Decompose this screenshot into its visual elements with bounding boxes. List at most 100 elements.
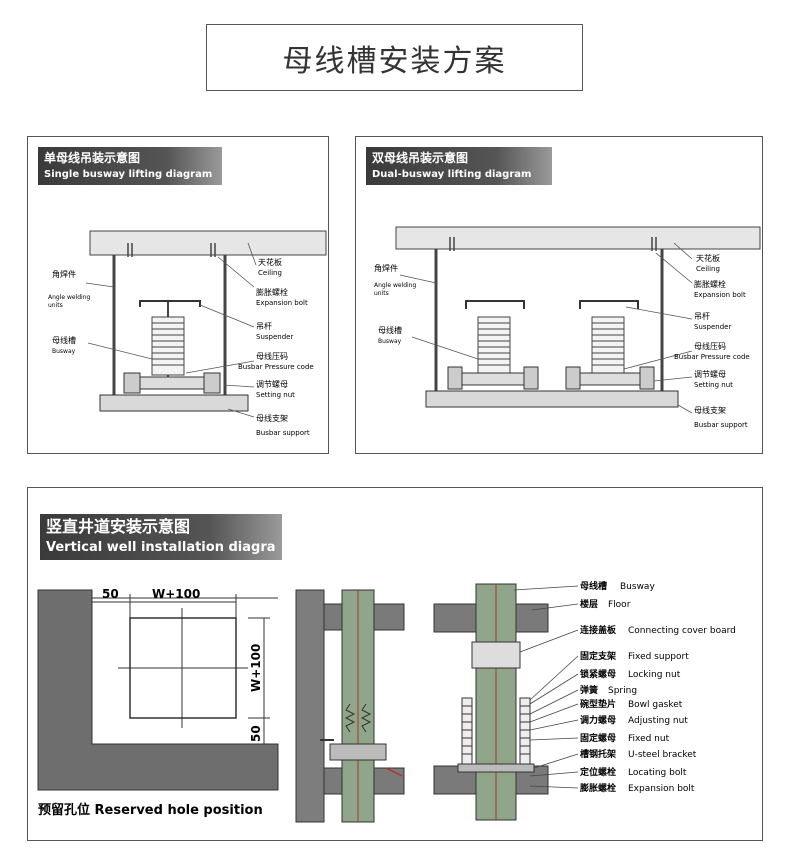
single-busway-panel: 单母线吊装示意图 Single busway lifting diagram [27, 136, 329, 454]
ceiling-slab [89, 230, 327, 256]
dual-label-susp-cn: 吊杆 [694, 311, 710, 321]
setting-nut [639, 366, 655, 390]
busway-1-bracket [465, 300, 525, 309]
part-4-en: Locking nut [628, 670, 681, 680]
pressure-bar-1 [451, 372, 537, 386]
busway-stack [151, 316, 185, 376]
page-title: 母线槽安装方案 [282, 43, 507, 79]
dual-label-bolt-en: Expansion bolt [694, 291, 746, 299]
part-10-en: Locating bolt [628, 768, 687, 778]
part-11-en: Expansion bolt [628, 784, 695, 794]
part-2-en: Connecting cover board [628, 626, 736, 636]
reserved-hole-caption: 预留孔位 Reserved hole position [38, 802, 263, 818]
setting-nut [447, 366, 463, 390]
setting-nut [565, 366, 581, 390]
dual-title-en: Dual-busway lifting diagram [372, 169, 532, 180]
single-label-busway-cn: 母线槽 [52, 335, 76, 345]
dual-label-press-en: Busbar Pressure code [674, 353, 750, 361]
part-2-cn: 连接盖板 [580, 624, 617, 636]
busway-top-bracket [139, 300, 201, 307]
setting-nut-left [123, 372, 141, 394]
dim-50-side: 50 [249, 725, 263, 742]
single-label-angle-cn: 角焊件 [52, 269, 76, 279]
single-label-busway-en: Busway [52, 348, 76, 355]
wall-left [295, 589, 325, 823]
connecting-cover-board [471, 641, 521, 669]
dual-title-cn: 双母线吊装示意图 [372, 151, 469, 165]
u-steel-bracket [457, 763, 535, 773]
floor-slab-left [433, 603, 479, 633]
vertical-well-panel: 竖直井道安装示意图 Vertical well installation dia… [27, 487, 763, 841]
setting-nut [523, 366, 539, 390]
expansion-bolt-left [449, 237, 455, 251]
dual-label-angle-en1: Angle welding [374, 282, 417, 289]
part-9-cn: 槽钢托架 [580, 748, 616, 760]
part-1-en: Floor [608, 600, 631, 610]
busway-bracket [329, 743, 387, 761]
vertical-well-title: 竖直井道安装示意图 Vertical well installation dia… [40, 514, 282, 560]
wall-section [37, 589, 279, 791]
part-8-cn: 固定螺母 [580, 732, 616, 744]
single-busway-title: 单母线吊装示意图 Single busway lifting diagram [38, 147, 222, 185]
expansion-bolt-left [127, 243, 133, 257]
dual-busway-panel: 双母线吊装示意图 Dual-busway lifting diagram [355, 136, 763, 454]
single-busway-diagram: 天花板 Ceiling 膨胀螺栓 Expansion bolt 吊杆 Suspe… [48, 230, 327, 437]
dual-label-bolt-cn: 膨胀螺栓 [694, 279, 726, 289]
dim-50-top: 50 [102, 587, 119, 601]
single-label-angle-en2: units [48, 302, 63, 309]
part-6-en: Bowl gasket [628, 700, 683, 710]
single-label-bolt-cn: 膨胀螺栓 [256, 287, 288, 297]
vertical-title-cn: 竖直井道安装示意图 [46, 517, 191, 536]
part-0-en: Busway [620, 582, 655, 592]
single-label-susp-cn: 吊杆 [256, 321, 272, 331]
expansion-bolt-right [651, 237, 657, 251]
single-label-press-cn: 母线压码 [256, 351, 288, 361]
busway-2-bracket [579, 300, 639, 309]
ceiling-slab [395, 226, 761, 250]
single-label-nut-en: Setting nut [256, 391, 295, 399]
part-8-en: Fixed nut [628, 734, 670, 744]
dual-label-nut-en: Setting nut [694, 381, 733, 389]
single-label-nut-cn: 调节螺母 [256, 379, 288, 389]
part-3-en: Fixed support [628, 652, 689, 662]
dual-busway-diagram: 天花板 Ceiling 膨胀螺栓 Expansion bolt 吊杆 Suspe… [374, 226, 761, 429]
part-10-cn: 定位螺栓 [579, 766, 616, 778]
part-7-en: Adjusting nut [628, 716, 688, 726]
leader-lines [399, 242, 693, 414]
busbar-support-beam [99, 394, 249, 412]
dim-w100-side: W+100 [249, 644, 263, 692]
busway-elevation-diagram [295, 589, 405, 823]
part-5-en: Spring [608, 686, 637, 696]
spring-right [519, 697, 531, 769]
busway-1-stack [477, 316, 511, 374]
leader-lines [85, 242, 257, 418]
reserved-hole-diagram: 50 W+100 W+100 50 预留孔位 Reserved hole pos… [37, 587, 279, 818]
dual-busway-title: 双母线吊装示意图 Dual-busway lifting diagram [366, 147, 552, 185]
dual-label-press-cn: 母线压码 [694, 341, 726, 351]
single-label-angle-en1: Angle welding [48, 294, 91, 301]
dim-w100-top: W+100 [152, 587, 200, 601]
part-5-cn: 弹簧 [580, 684, 598, 696]
dual-label-busway-en: Busway [378, 338, 402, 345]
part-0-cn: 母线槽 [580, 580, 607, 592]
page-title-box: 母线槽安装方案 [206, 24, 583, 91]
single-title-en: Single busway lifting diagram [44, 169, 213, 180]
single-label-bolt-en: Expansion bolt [256, 299, 308, 307]
part-6-cn: 碗型垫片 [580, 698, 616, 710]
dual-label-susp-en: Suspender [694, 323, 731, 331]
single-title-cn: 单母线吊装示意图 [44, 151, 141, 165]
vertical-title-en: Vertical well installation diagra [46, 540, 276, 555]
part-leaders [513, 585, 579, 789]
dual-label-angle-en2: units [374, 290, 389, 297]
expansion-bolt-right [210, 243, 216, 257]
part-4-cn: 锁紧螺母 [580, 668, 616, 680]
dual-label-ceiling-cn: 天花板 [696, 253, 720, 263]
single-label-susp-en: Suspender [256, 333, 293, 341]
dual-label-ceiling-en: Ceiling [696, 265, 720, 273]
spring-left [461, 697, 473, 769]
setting-nut-right [203, 372, 221, 394]
part-7-cn: 调力螺母 [580, 714, 616, 726]
part-11-cn: 膨胀螺栓 [579, 782, 616, 794]
single-label-support-en: Busbar support [256, 429, 310, 437]
part-9-en: U-steel bracket [628, 750, 697, 760]
